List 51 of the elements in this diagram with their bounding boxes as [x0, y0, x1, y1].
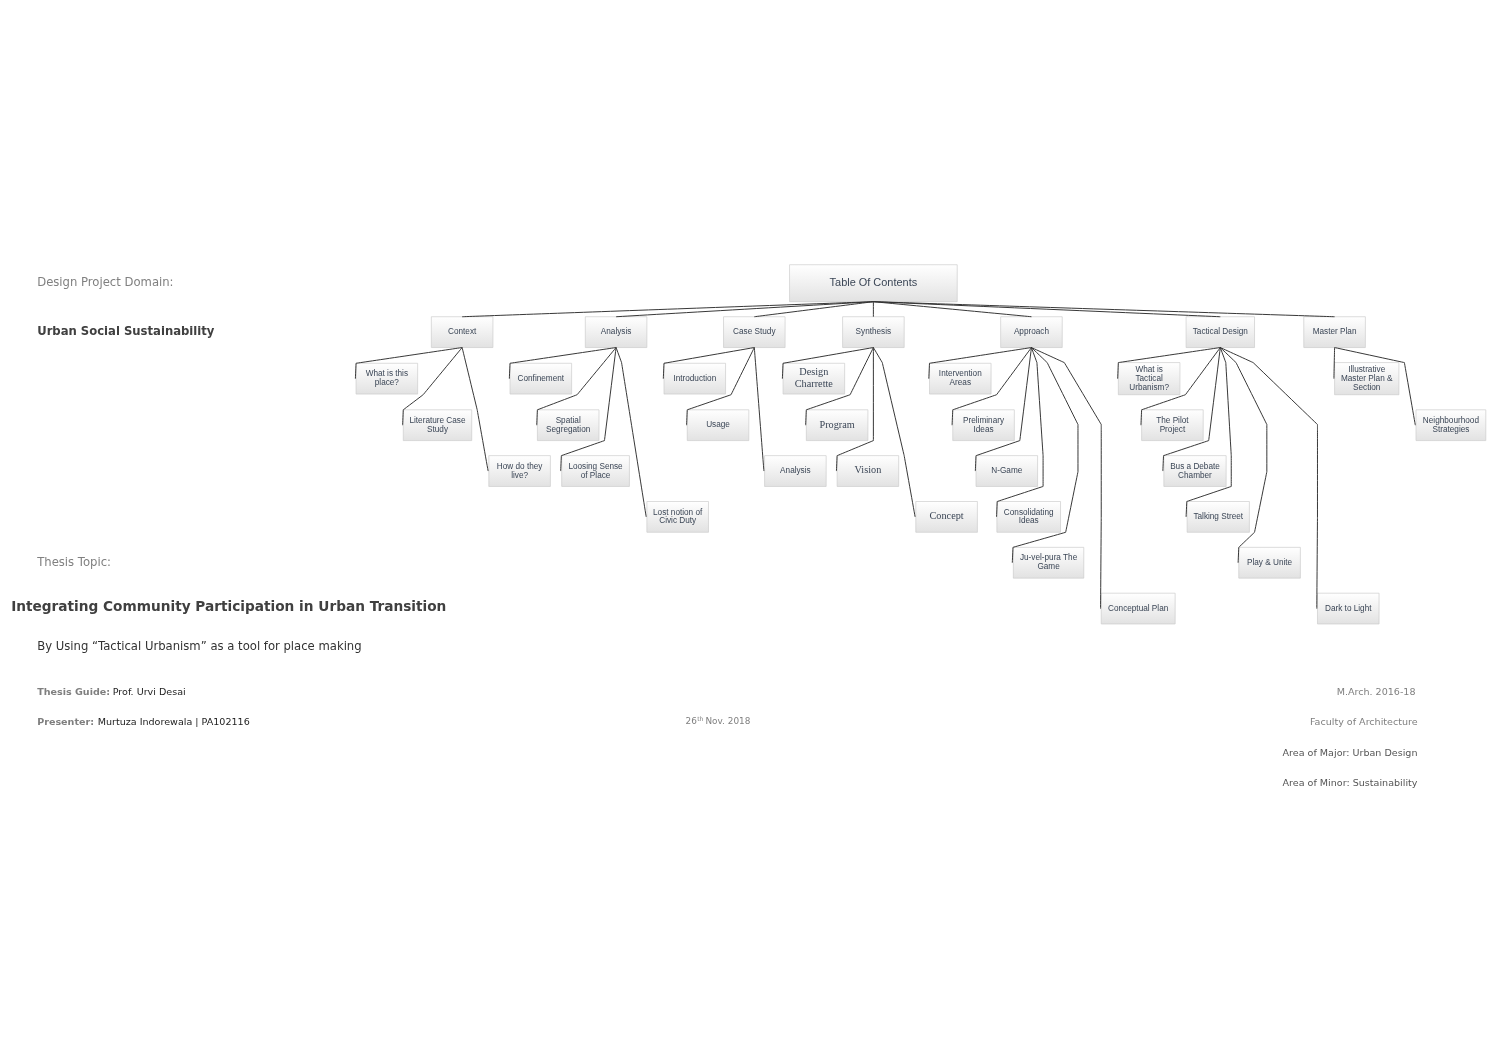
label: Thesis Guide: Prof. Urvi Desai — [37, 685, 186, 697]
label: Faculty of Architecture — [1309, 716, 1418, 728]
connector — [1117, 347, 1221, 380]
connector — [951, 347, 1032, 426]
label: Area of Major: Urban Design — [1282, 746, 1418, 758]
connector — [872, 301, 1336, 318]
connector — [615, 301, 874, 318]
connector — [536, 347, 617, 426]
connector — [461, 301, 874, 318]
node-box: Program — [806, 409, 869, 441]
label: Urban Social Sustainability — [37, 323, 215, 338]
label: M.Arch. 2016-18 — [1336, 686, 1416, 698]
connector — [1185, 347, 1232, 518]
connector — [560, 347, 617, 472]
connector — [805, 347, 874, 426]
label: Integrating Community Participation in Urban Transition — [11, 598, 447, 615]
connector — [753, 347, 765, 472]
connector — [1140, 347, 1221, 426]
connector — [662, 347, 755, 380]
node-box: Concept — [915, 501, 978, 533]
connector — [928, 347, 1032, 380]
connector — [1162, 347, 1221, 472]
connector — [872, 347, 916, 518]
connector — [508, 347, 617, 380]
connector — [872, 301, 1221, 318]
connector — [1219, 347, 1268, 564]
connector — [835, 347, 874, 472]
connector — [1030, 347, 1102, 610]
label: 26$^{th}$ Nov. 2018 — [685, 714, 751, 727]
connector — [1219, 347, 1318, 610]
label: Design Project Domain: — [37, 275, 174, 290]
node-box: Table Of Contents — [789, 264, 958, 303]
connector — [686, 347, 755, 426]
connector — [753, 301, 874, 318]
label: By Using “Tactical Urbanism” as a tool for place making — [37, 638, 362, 653]
connector — [974, 347, 1032, 472]
connector — [1333, 347, 1336, 380]
node-box: Vision — [836, 455, 900, 487]
connector — [872, 301, 874, 318]
connector — [461, 347, 489, 472]
connector — [996, 347, 1044, 518]
connector — [354, 347, 463, 380]
label: Presenter: Murtuza Indorewala | PA102116 — [37, 715, 250, 727]
connector — [402, 347, 463, 426]
connector — [781, 347, 874, 380]
label: Thesis Topic: — [37, 554, 112, 569]
connector — [615, 347, 647, 518]
label: Area of Minor: Sustainability — [1282, 776, 1418, 788]
connector — [1011, 347, 1079, 564]
node-box: Design Charrette — [782, 362, 845, 395]
connector — [872, 301, 1032, 318]
